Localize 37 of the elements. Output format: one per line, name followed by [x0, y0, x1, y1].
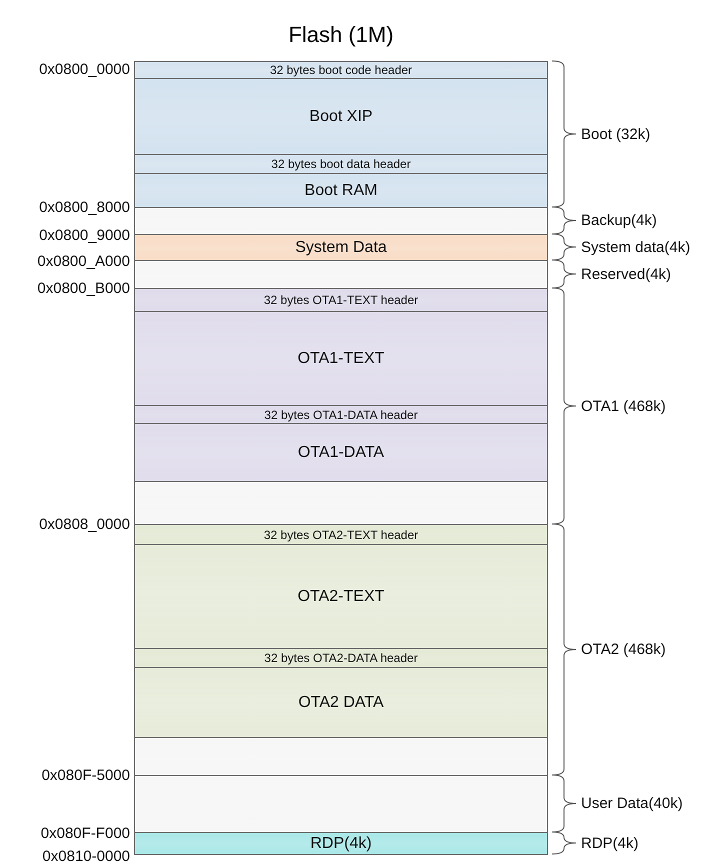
region-size-label: OTA1 (468k) — [581, 398, 666, 414]
empty-region — [134, 775, 548, 833]
empty-region — [134, 737, 548, 776]
region-size-label: Reserved(4k) — [581, 266, 672, 282]
region-size-label: RDP(4k) — [581, 834, 639, 852]
region-size-label: System data(4k) — [581, 238, 690, 256]
address-label: 0x080F-F000 — [40, 824, 130, 842]
region-size-label: OTA2 (468k) — [581, 641, 666, 658]
memory-region: Boot XIP — [134, 78, 548, 155]
address-label: 0x0800_B000 — [37, 280, 130, 296]
memory-region: OTA2-TEXT — [134, 544, 548, 649]
memory-region: OTA2 DATA — [134, 667, 548, 738]
empty-region — [134, 481, 548, 525]
address-label: 0x0808_0000 — [39, 516, 130, 532]
address-label: 0x080F-5000 — [42, 766, 130, 784]
region-size-label: Backup(4k) — [581, 212, 657, 229]
address-label: 0x0800_0000 — [39, 60, 130, 78]
address-label: 0x0800_8000 — [39, 198, 130, 216]
header-block: 32 bytes OTA2-DATA header — [134, 648, 548, 668]
empty-region — [134, 260, 548, 289]
header-block: 32 bytes OTA1-DATA header — [134, 405, 548, 424]
diagram-title: Flash (1M) — [287, 22, 395, 48]
memory-region: OTA1-DATA — [134, 423, 548, 482]
region-size-label: User Data(40k) — [581, 795, 683, 812]
memory-region: RDP(4k) — [134, 832, 548, 855]
header-block: 32 bytes boot data header — [134, 154, 548, 174]
header-block: 32 bytes OTA2-TEXT header — [134, 524, 548, 545]
memory-region: Boot RAM — [134, 173, 548, 208]
empty-region — [134, 207, 548, 235]
header-block: 32 bytes boot code header — [134, 61, 548, 79]
address-label: 0x0800_A000 — [37, 252, 130, 270]
address-label: 0x0810-0000 — [42, 848, 130, 864]
header-block: 32 bytes OTA1-TEXT header — [134, 288, 548, 312]
memory-region: System Data — [134, 234, 548, 261]
memory-region: OTA1-TEXT — [134, 311, 548, 406]
address-label: 0x0800_9000 — [39, 226, 130, 244]
region-size-label: Boot (32k) — [581, 126, 650, 142]
